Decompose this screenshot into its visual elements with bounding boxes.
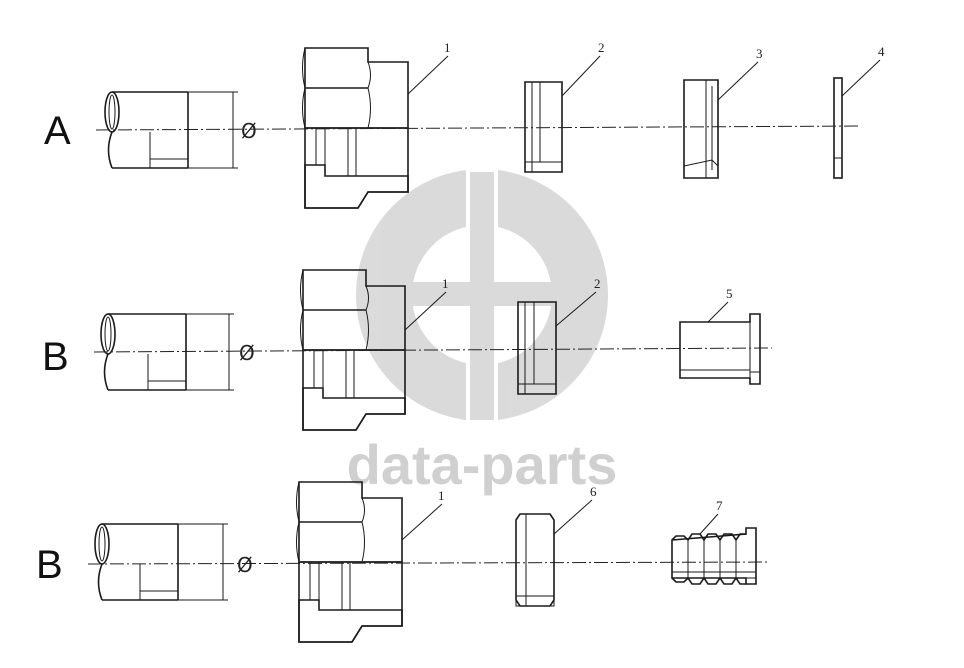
diameter-symbol-b2: Ø [237, 553, 253, 577]
pipe-b2 [94, 523, 228, 601]
part-number-b1-5: 5 [726, 286, 733, 301]
row-label-a: A [44, 109, 71, 153]
row-b1: B Ø 1 [42, 269, 773, 431]
watermark-logo [356, 168, 608, 422]
cutting-ring-a [524, 81, 563, 173]
ribbed-insert-b2 [671, 527, 757, 585]
part-number-b1-1: 1 [442, 276, 449, 291]
diameter-symbol-b1: Ø [239, 341, 255, 365]
part-number-b2-6: 6 [590, 484, 597, 499]
row-label-b1: B [42, 335, 69, 379]
part-number-b1-2: 2 [594, 276, 601, 291]
part-number-a-2: 2 [598, 40, 605, 55]
union-nut-b2 [296, 481, 403, 643]
pipe-b1 [100, 313, 234, 391]
part-number-a-1: 1 [444, 40, 451, 55]
centerline-a [95, 125, 861, 131]
reducer-b1 [679, 313, 761, 385]
row-a: A Ø 1 [44, 40, 885, 209]
sleeve-a [683, 79, 719, 179]
row-b2: B Ø 1 [36, 481, 771, 643]
part-number-b2-7: 7 [716, 498, 723, 513]
watermark-text: data-parts [347, 433, 618, 496]
part-number-a-4: 4 [878, 44, 885, 59]
sealing-ring-b2 [515, 513, 555, 607]
washer-a [833, 77, 843, 179]
cutting-ring-b1 [517, 301, 557, 395]
centerline-b2 [87, 561, 771, 565]
row-label-b2: B [36, 543, 63, 587]
part-number-a-3: 3 [756, 46, 763, 61]
part-number-b2-1: 1 [438, 488, 445, 503]
centerline-b1 [93, 347, 773, 353]
diameter-symbol-a: Ø [241, 119, 257, 143]
